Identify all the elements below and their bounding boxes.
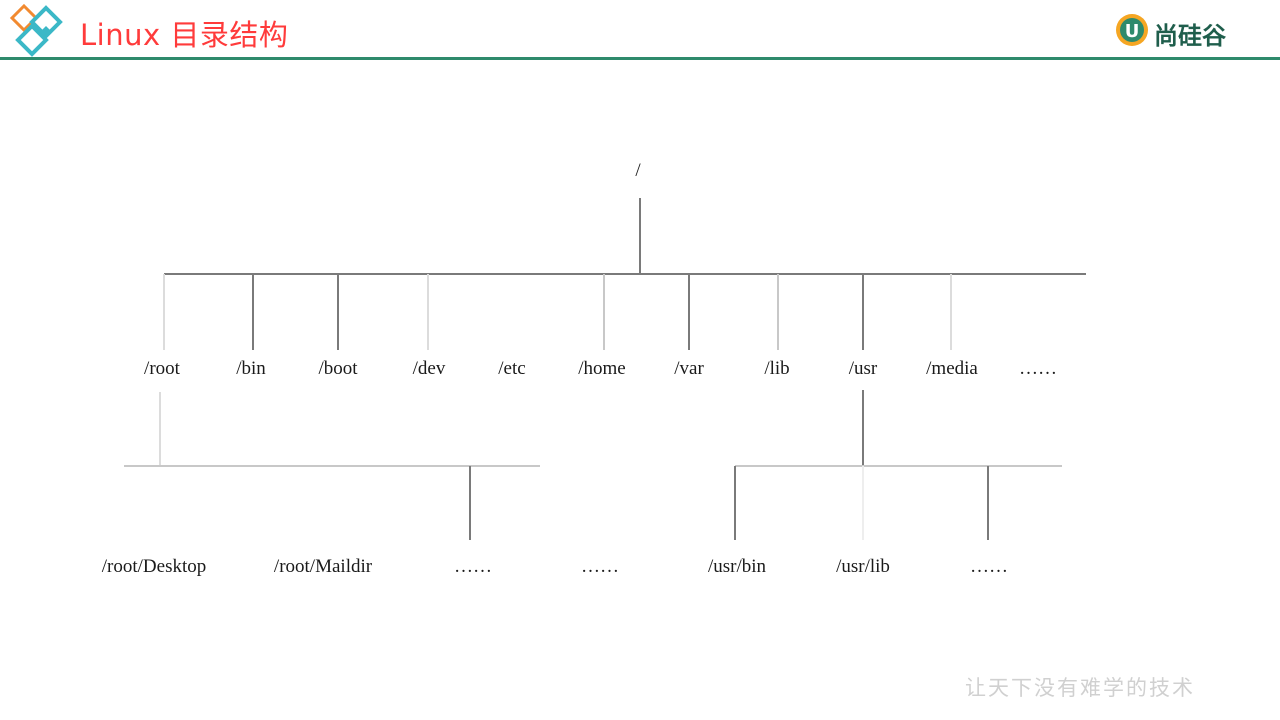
node-home: /home xyxy=(578,358,626,379)
node-usr-more: …… xyxy=(970,556,1008,577)
node-usr-lib: /usr/lib xyxy=(836,556,890,577)
node-root-dir: / xyxy=(635,160,641,181)
node-root-more-1: …… xyxy=(454,556,492,577)
footer-watermark: 让天下没有难学的技术 xyxy=(965,676,1195,700)
node-media: /media xyxy=(926,358,978,379)
node-more: …… xyxy=(1019,358,1057,379)
node-usr: /usr xyxy=(848,358,878,379)
diamond-logo-icon xyxy=(9,3,63,57)
header-divider xyxy=(0,57,1280,60)
node-lib: /lib xyxy=(764,358,790,379)
brand-badge-icon: U xyxy=(1116,14,1148,46)
node-usr-bin: /usr/bin xyxy=(707,556,767,577)
node-boot: /boot xyxy=(318,358,358,379)
node-root: /root xyxy=(144,358,180,379)
slide-header: Linux 目录结构 U 尚硅谷 xyxy=(0,0,1280,60)
node-var: /var xyxy=(674,358,704,379)
node-dev: /dev xyxy=(412,358,446,379)
svg-text:U: U xyxy=(1125,21,1140,42)
node-etc: /etc xyxy=(498,358,526,379)
node-root-maildir: /root/Maildir xyxy=(273,556,373,577)
slide-title: Linux 目录结构 xyxy=(80,18,289,52)
brand-name: 尚硅谷 xyxy=(1154,22,1226,50)
node-root-desktop: /root/Desktop xyxy=(101,556,207,577)
node-bin: /bin xyxy=(236,358,266,379)
node-root-more-2: …… xyxy=(581,556,619,577)
